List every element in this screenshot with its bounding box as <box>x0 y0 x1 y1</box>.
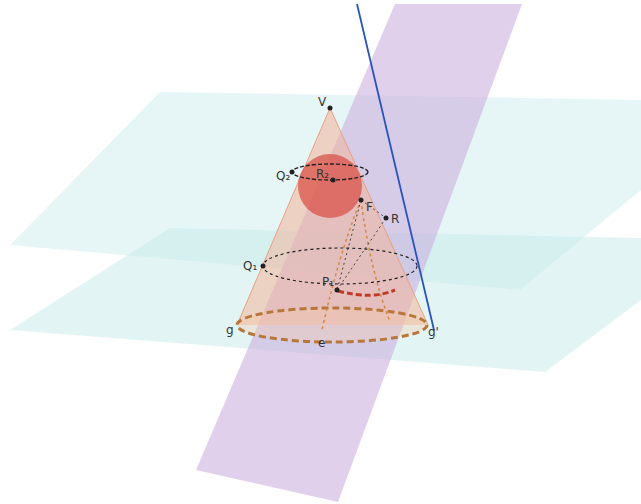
point-label: R <box>391 213 399 225</box>
arc-mark <box>338 290 395 295</box>
point-label: Q₁ <box>243 260 257 272</box>
tangent-line <box>357 4 434 330</box>
base-circle <box>237 308 427 342</box>
point-p1 <box>335 288 340 293</box>
circle-q2 <box>292 164 368 180</box>
point-label: V <box>318 96 326 108</box>
cone-body <box>237 108 428 325</box>
point-label: F <box>366 201 373 213</box>
cutting-plane <box>196 4 522 502</box>
point-label: P₁ <box>322 276 334 288</box>
cone-edge <box>330 108 428 325</box>
point-label: Q₂ <box>276 170 290 182</box>
point-label: g' <box>428 326 439 338</box>
point-r <box>384 216 389 221</box>
point-r2 <box>331 178 336 183</box>
aux-segment <box>361 200 386 218</box>
point-label: R₂ <box>316 168 329 180</box>
point-label: e <box>318 337 325 349</box>
cone-edge <box>237 108 330 325</box>
point-f <box>359 198 364 203</box>
circle-q1 <box>263 248 417 284</box>
directrix-segment <box>337 218 386 290</box>
point-q1 <box>261 264 266 269</box>
section-line <box>361 200 390 322</box>
point-v <box>328 106 333 111</box>
section-line <box>322 200 361 330</box>
point-label: g <box>226 324 234 336</box>
points <box>261 106 389 293</box>
